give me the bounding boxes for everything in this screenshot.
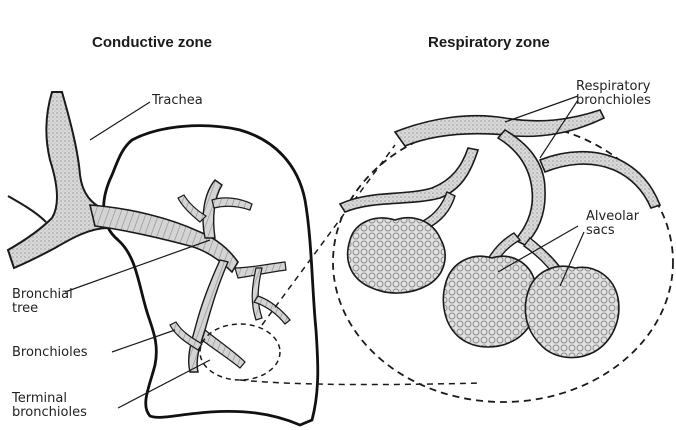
bronchial-tree-label-line-2: tree: [12, 302, 73, 316]
terminal-bronchioles-label-line-2: bronchioles: [12, 406, 87, 420]
bronchioles-label: Bronchioles: [12, 346, 88, 360]
terminal-bronchioles-label-line-1: Terminal: [12, 392, 87, 406]
bronchial-tree-leader: [65, 240, 210, 292]
conductive-zone-heading: Conductive zone: [92, 34, 212, 51]
trachea-shape: [8, 92, 110, 268]
zoom-connector-bottom: [240, 380, 480, 385]
terminal-bronchioles-label: Terminal bronchioles: [12, 392, 87, 420]
trachea-label: Trachea: [152, 94, 203, 108]
respiratory-bronchioles-label-line-2: bronchioles: [576, 94, 651, 108]
bronchial-tree-label: Bronchial tree: [12, 288, 73, 316]
bronchial-tree-label-line-1: Bronchial: [12, 288, 73, 302]
alveolar-sacs-leader-1: [498, 226, 578, 272]
bronchioles-leader: [112, 330, 175, 352]
alveolar-sacs-label: Alveolar sacs: [586, 210, 639, 238]
respiratory-zone-heading: Respiratory zone: [428, 34, 550, 51]
bronchial-tree-shape: [90, 180, 290, 372]
alveolar-sacs-label-line-1: Alveolar: [586, 210, 639, 224]
terminal-bronchioles-highlight: [200, 324, 280, 380]
terminal-bronchioles-leader: [118, 360, 210, 408]
respiratory-bronchioles-label-line-1: Respiratory: [576, 80, 651, 94]
alveolar-sacs-shape: [348, 218, 619, 358]
lung-outline: [104, 126, 318, 425]
respiratory-bronchioles-label: Respiratory bronchioles: [576, 80, 651, 108]
alveolar-sacs-label-line-2: sacs: [586, 224, 639, 238]
